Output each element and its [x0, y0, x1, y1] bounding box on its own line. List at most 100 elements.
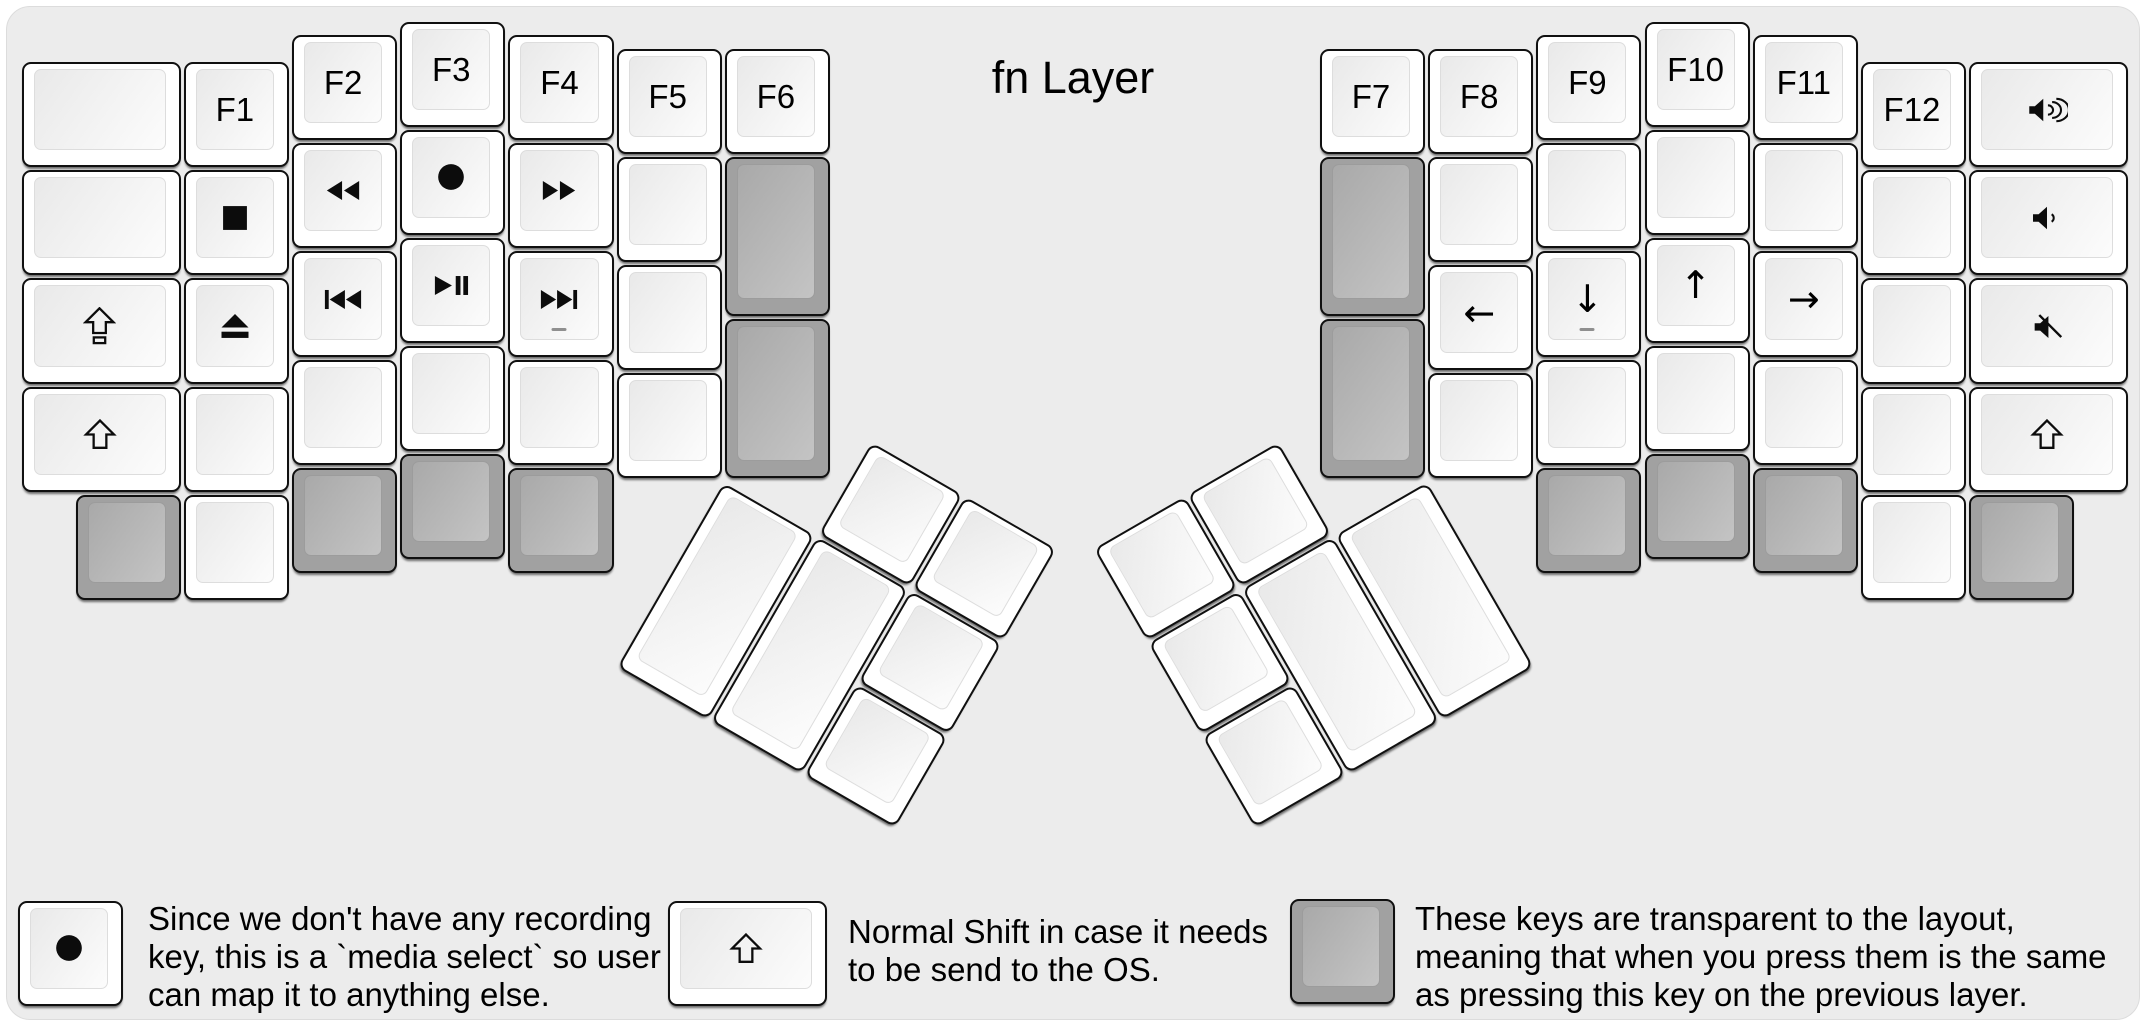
key-f5: F5 — [616, 48, 722, 154]
key-transparent — [1969, 494, 2075, 601]
key-transparent-surface — [304, 474, 383, 556]
arrow-right-icon: → — [1787, 277, 1820, 322]
key-transparent — [724, 156, 830, 317]
key-blank-surface — [628, 380, 707, 462]
key-blank — [1860, 170, 1967, 276]
key-transparent-surface — [1331, 163, 1411, 300]
key-arrow-left: ← — [1428, 264, 1534, 371]
legend-transparent-key — [1289, 898, 1395, 1004]
key-f2-surface: F2 — [304, 42, 383, 124]
key-arrow-up-surface: ↑ — [1656, 244, 1735, 327]
key-volume-down-surface — [1981, 177, 2114, 259]
key-blank-surface — [628, 163, 707, 245]
legend-record-key-surface — [29, 907, 108, 989]
key-blank — [21, 170, 181, 276]
key-f8: F8 — [1428, 48, 1534, 154]
key-blank — [508, 359, 614, 465]
thumb-key-surface — [1107, 509, 1216, 620]
key-blank-surface — [195, 501, 274, 584]
key-blank — [1752, 359, 1858, 465]
key-label: F7 — [1351, 77, 1391, 115]
key-arrow-down-surface: ↓ — [1548, 258, 1627, 340]
key-prev-track-surface — [304, 258, 383, 340]
key-blank — [1428, 156, 1534, 262]
homing-dash — [1579, 327, 1595, 331]
legend-line: Normal Shift in case it needs — [848, 913, 1269, 950]
key-arrow-left-surface: ← — [1440, 271, 1519, 354]
record-icon — [437, 163, 465, 191]
key-f7-surface: F7 — [1331, 55, 1411, 137]
key-stop-surface — [195, 177, 274, 259]
key-f7: F7 — [1319, 48, 1426, 154]
key-f2: F2 — [292, 35, 398, 141]
key-blank-surface — [1872, 177, 1952, 259]
legend-line: These keys are transparent to the layout… — [1415, 900, 2015, 937]
fast-forward-icon — [540, 179, 578, 202]
rewind-icon — [324, 179, 362, 202]
key-blank-surface — [1548, 150, 1627, 232]
thumb-key-surface — [1201, 455, 1310, 566]
key-blank-surface — [628, 271, 707, 354]
key-transparent-surface — [87, 501, 166, 584]
key-transparent-surface — [412, 461, 491, 543]
shift-icon — [728, 932, 763, 965]
key-blank — [1860, 278, 1967, 384]
key-arrow-down: ↓ — [1536, 251, 1642, 357]
legend-text: Normal Shift in case it needs to be send… — [848, 913, 1268, 989]
key-arrow-up: ↑ — [1644, 237, 1750, 344]
key-prev-track — [292, 251, 398, 357]
key-blank-surface — [1440, 380, 1519, 462]
key-blank-surface — [1872, 285, 1952, 367]
key-next-track — [508, 251, 614, 357]
key-label: F11 — [1776, 64, 1831, 102]
key-shift-left — [21, 386, 181, 492]
key-blank — [183, 494, 289, 601]
key-transparent — [1536, 467, 1642, 573]
key-blank-surface — [1656, 136, 1735, 218]
key-f3-surface: F3 — [412, 28, 491, 110]
key-label: F12 — [1883, 91, 1941, 129]
key-blank-surface — [1872, 393, 1952, 475]
key-next-track-surface — [520, 258, 599, 340]
key-f3: F3 — [400, 21, 506, 127]
legend-text: Since we don't have any recording key, t… — [148, 900, 661, 1014]
key-f11: F11 — [1752, 35, 1858, 141]
key-blank — [1860, 386, 1967, 492]
key-shift-right — [1969, 386, 2129, 492]
key-label: F5 — [648, 77, 687, 115]
key-f1-surface: F1 — [195, 69, 274, 151]
key-play-pause-surface — [412, 244, 491, 327]
key-blank-surface — [304, 366, 383, 448]
key-transparent — [508, 467, 614, 573]
eject-icon — [220, 313, 250, 340]
key-shift-left-surface — [33, 393, 166, 475]
layer-title: fn Layer — [991, 52, 1155, 103]
key-f12: F12 — [1860, 62, 1967, 168]
arrow-down-icon: ↓ — [1571, 277, 1604, 322]
key-play-pause — [400, 237, 506, 344]
key-blank-surface — [195, 393, 274, 475]
next-track-icon — [539, 288, 579, 311]
key-rewind — [292, 143, 398, 249]
caps-lock-icon — [83, 307, 117, 345]
key-stop — [183, 170, 289, 276]
key-blank — [21, 62, 181, 168]
key-f11-surface: F11 — [1764, 42, 1843, 124]
key-blank — [400, 346, 506, 452]
shift-icon — [2030, 418, 2064, 451]
key-blank — [1536, 143, 1642, 249]
homing-dash — [551, 327, 567, 331]
mute-icon — [2031, 312, 2064, 341]
key-blank-surface — [520, 366, 599, 448]
key-transparent-surface — [520, 474, 599, 556]
key-transparent — [1319, 156, 1426, 317]
key-fast-forward-surface — [520, 150, 599, 232]
key-blank — [616, 264, 722, 371]
key-f6-surface: F6 — [736, 55, 815, 137]
legend-line: Since we don't have any recording — [148, 900, 652, 937]
key-f9: F9 — [1536, 35, 1642, 141]
key-eject-surface — [195, 285, 274, 367]
key-transparent-surface — [736, 326, 815, 462]
key-blank — [1428, 373, 1534, 479]
key-volume-down — [1969, 170, 2129, 276]
